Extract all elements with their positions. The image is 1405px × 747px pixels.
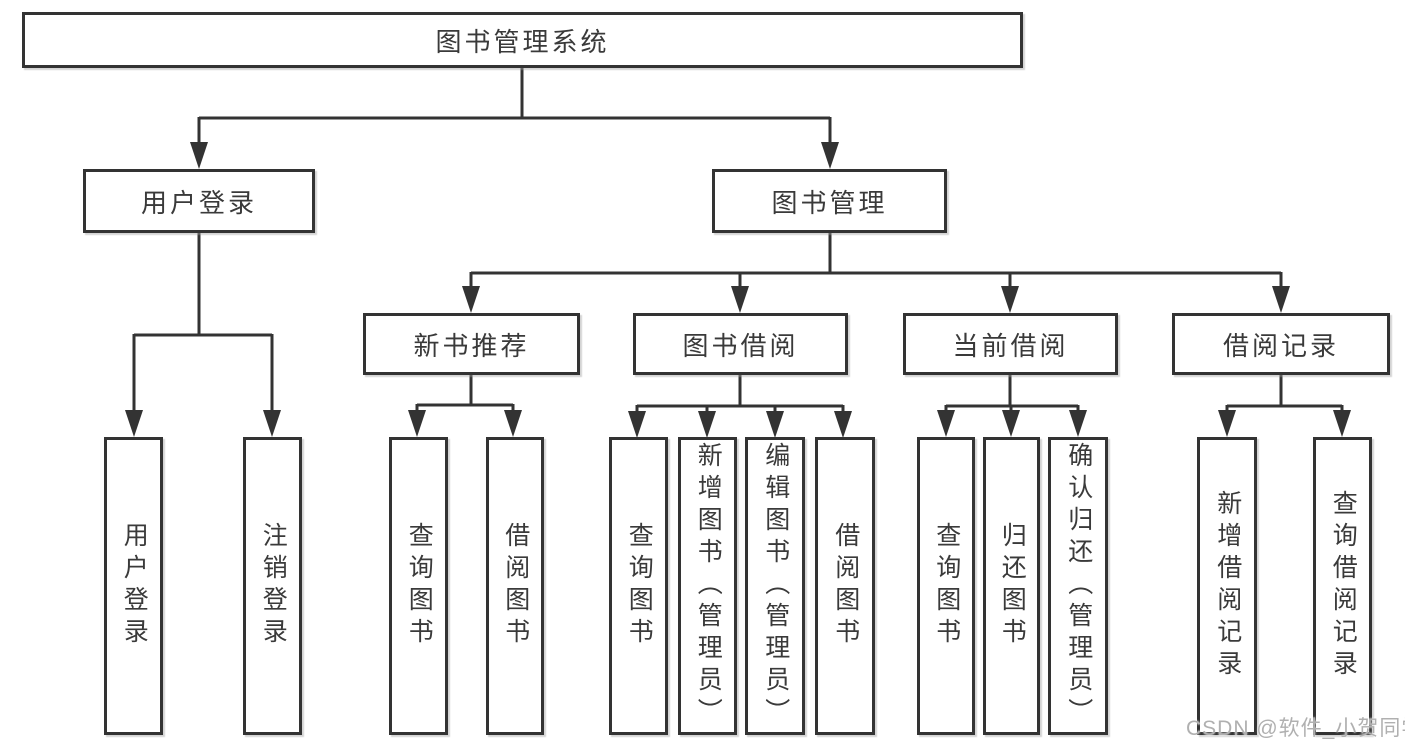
leaf-return-books: 归还图书 <box>983 437 1040 735</box>
leaf-query-books-recommend: 查询图书 <box>389 437 448 735</box>
node-library-management-system: 图书管理系统 <box>22 12 1023 68</box>
node-current-borrowing: 当前借阅 <box>903 313 1118 375</box>
leaf-borrow-books-recommend: 借阅图书 <box>486 437 544 735</box>
node-borrowing-records: 借阅记录 <box>1172 313 1390 375</box>
leaf-edit-books-admin: 编辑图书（管理员） <box>745 437 805 735</box>
leaf-query-books-current: 查询图书 <box>917 437 975 735</box>
leaf-logout: 注销登录 <box>243 437 302 735</box>
node-new-book-recommendation: 新书推荐 <box>363 313 580 375</box>
leaf-confirm-return-admin: 确认归还（管理员） <box>1048 437 1108 735</box>
node-book-management: 图书管理 <box>712 169 947 233</box>
leaf-borrow-books-borrowing: 借阅图书 <box>815 437 875 735</box>
node-book-borrowing: 图书借阅 <box>633 313 848 375</box>
leaf-add-borrow-record: 新增借阅记录 <box>1197 437 1257 735</box>
node-user-login: 用户登录 <box>83 169 315 233</box>
leaf-add-books-admin: 新增图书（管理员） <box>678 437 737 735</box>
leaf-query-borrow-record: 查询借阅记录 <box>1313 437 1372 735</box>
leaf-user-login: 用户登录 <box>104 437 163 735</box>
watermark: CSDN @软件_小贺同学 <box>1186 717 1405 740</box>
leaf-query-books-borrowing: 查询图书 <box>609 437 668 735</box>
